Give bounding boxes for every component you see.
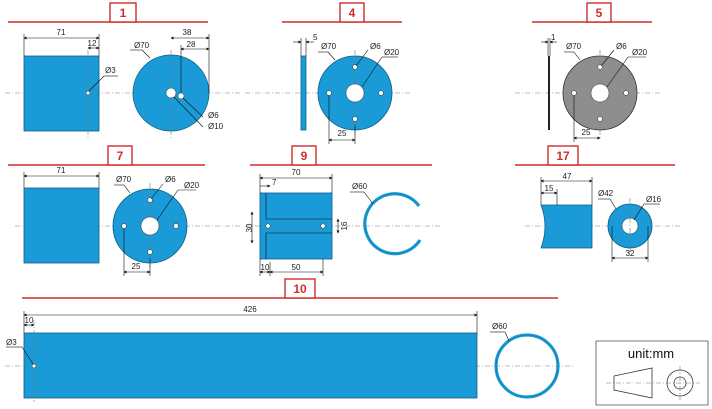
part-5-center-hole (590, 83, 610, 103)
unit-legend-box: unit:mm (595, 340, 709, 406)
dim-length-71: 71 (57, 28, 66, 37)
part-number-4: 4 (349, 6, 356, 20)
dim-inner-16: 16 (340, 221, 349, 230)
part-9-side-view (259, 192, 333, 260)
part-4-side-view (300, 55, 307, 131)
dim-step-15: 15 (545, 184, 554, 193)
part-1-group: 1 71 12 Ø3 Ø70 38 28 Ø6 Ø10 (5, 2, 240, 138)
part-number-10: 10 (293, 282, 307, 296)
dim-center-d20: Ø20 (184, 181, 200, 190)
dim-bolt-hole-d6: Ø6 (616, 42, 627, 51)
dim-pitch-25: 25 (582, 128, 591, 137)
part-7-bolt-hole (147, 249, 153, 255)
dim-ring-d60: Ø60 (352, 182, 368, 191)
dim-thickness-1: 1 (551, 33, 556, 42)
dim-ring-d60: Ø60 (492, 322, 508, 331)
dim-bolt-hole-d6: Ø6 (370, 42, 381, 51)
dim-offset-10: 10 (25, 316, 34, 325)
dim-center-d20: Ø20 (384, 48, 400, 57)
dim-width-32: 32 (626, 249, 635, 258)
dim-bolt-hole-d6: Ø6 (165, 175, 176, 184)
part-number-box (547, 145, 579, 166)
part-4-group: 4 5 Ø70 Ø6 Ø20 25 (245, 2, 412, 144)
part-number-box (586, 2, 612, 23)
dim-center-hole-d10: Ø10 (208, 122, 224, 131)
dim-pitch-25: 25 (132, 262, 141, 271)
part-9-pin-hole (265, 223, 271, 229)
dim-height-30: 30 (245, 223, 254, 232)
part-7-center-hole (140, 216, 160, 236)
dim-left-10: 10 (261, 263, 270, 272)
part-4-bolt-hole (326, 90, 332, 96)
part-5-side-view (548, 56, 550, 130)
part-4-bolt-hole (352, 116, 358, 122)
part-5-bolt-hole (623, 90, 629, 96)
dim-length-47: 47 (563, 172, 572, 181)
dim-38: 38 (183, 28, 192, 37)
dim-thickness-5: 5 (313, 33, 318, 42)
part-7-group: 7 71 Ø70 Ø6 Ø20 25 (8, 145, 240, 276)
projection-cone-icon (613, 367, 653, 399)
part-17-group: 17 47 15 Ø42 Ø16 32 (515, 145, 680, 262)
part-5-bolt-hole (571, 90, 577, 96)
part-10-shaft-view (23, 332, 478, 399)
part-number-box (284, 278, 316, 299)
part-1-center-hole (165, 87, 177, 99)
dim-length-70: 70 (292, 168, 301, 177)
dim-outer-d42: Ø42 (598, 189, 614, 198)
dim-diameter-70: Ø70 (566, 42, 582, 51)
part-number-5: 5 (596, 6, 603, 20)
part-number-box (107, 145, 133, 166)
part-7-bolt-hole (121, 223, 127, 229)
part-9-group: 9 70 7 30 16 10 50 Ø60 (245, 145, 440, 276)
part-4-bolt-hole (378, 90, 384, 96)
part-number-17: 17 (556, 149, 570, 163)
dim-diameter-70: Ø70 (116, 175, 132, 184)
part-9-pin-hole (320, 223, 326, 229)
part-number-7: 7 (117, 149, 124, 163)
dim-center-d20: Ø20 (632, 48, 648, 57)
dim-hole-d3: Ø3 (6, 338, 17, 347)
dim-diameter-70: Ø70 (321, 42, 337, 51)
part-5-group: 5 1 Ø70 Ø6 Ø20 25 (515, 2, 660, 142)
part-7-side-view (23, 187, 100, 264)
part-10-pin-hole (31, 363, 37, 369)
part-number-9: 9 (301, 149, 308, 163)
part-7-bolt-hole (173, 223, 179, 229)
dim-hole-d3: Ø3 (105, 66, 116, 75)
dim-length-71: 71 (57, 166, 66, 175)
part-5-bolt-hole (597, 116, 603, 122)
part-10-group: 10 426 10 Ø3 Ø60 (5, 278, 575, 402)
part-number-box (109, 2, 137, 23)
part-number-box (291, 145, 317, 166)
dim-length-426: 426 (243, 305, 257, 314)
dim-offset-12: 12 (88, 39, 97, 48)
dim-diameter-70: Ø70 (134, 41, 150, 50)
dim-mid-50: 50 (292, 263, 301, 272)
part-17-side-view (540, 204, 593, 249)
dim-pitch-25: 25 (338, 129, 347, 138)
dim-small-hole-d6: Ø6 (208, 111, 219, 120)
dim-28: 28 (187, 40, 196, 49)
part-number-1: 1 (120, 6, 127, 20)
part-1-pin-hole (85, 90, 91, 96)
part-number-box (339, 2, 365, 23)
dim-slot-7: 7 (272, 178, 277, 187)
dim-inner-d16: Ø16 (646, 195, 662, 204)
unit-label: unit:mm (628, 346, 674, 361)
part-4-center-hole (345, 83, 365, 103)
